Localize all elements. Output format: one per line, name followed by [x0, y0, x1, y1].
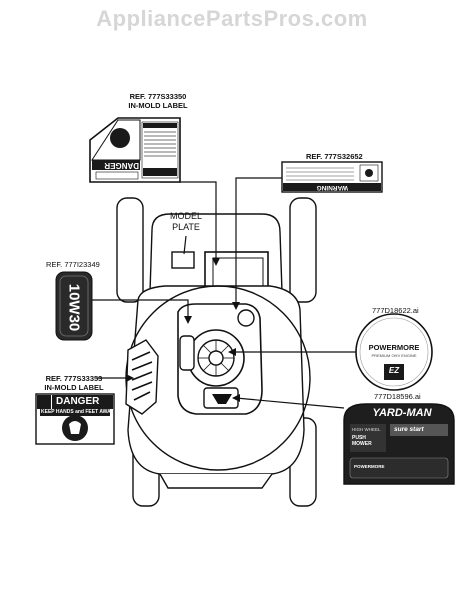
leader-model-plate: [183, 235, 187, 255]
starter-hub: [208, 350, 224, 366]
gas-cap-decal: [212, 394, 232, 404]
yardman-decal: [343, 403, 455, 485]
air-filter: [179, 335, 195, 371]
starter-spokes: [198, 340, 234, 376]
yardman-decal-text: YARD-MAN: [372, 407, 432, 419]
sure-start-text: sure start: [394, 426, 424, 433]
model-plate-label-1: MODEL: [169, 211, 202, 221]
chute-hatching: [131, 351, 153, 401]
powermore-small-text: POWERMORE: [354, 464, 385, 469]
oil-cap: [237, 309, 255, 327]
ref-danger-top: REF. 777S33350: [129, 92, 187, 101]
part-powermore: 777D18622.ai: [372, 306, 419, 315]
model-plate-label-2: PLATE: [172, 222, 200, 232]
powermore-decal-subtext: PREMIUM OHV ENGINE: [371, 353, 417, 358]
oil-label-value: 10W30: [65, 283, 83, 332]
ref-warning: REF. 777S32652: [306, 152, 363, 161]
leader-arrows: [126, 258, 240, 402]
mower-outline: [116, 197, 317, 507]
high-wheel-text: HIGH WHEEL: [352, 427, 381, 432]
oil-label: [55, 271, 93, 341]
warning-decal: [281, 161, 383, 193]
deck-front-lip: [159, 473, 273, 489]
ref-oil: REF. 777I23349: [46, 260, 100, 269]
powermore-decal: [355, 313, 433, 391]
ref-danger-bottom-sub: IN-MOLD LABEL: [44, 383, 104, 392]
leader-yardman: [235, 397, 345, 409]
danger-decal-top: [89, 117, 181, 183]
ref-danger-bottom: REF. 777S33353: [45, 374, 103, 383]
ez-badge-text: EZ: [388, 366, 400, 375]
danger-decal-bottom: [35, 393, 115, 445]
danger-top-decal-text: DANGER: [104, 161, 139, 170]
danger-bottom-decal-subtext: KEEP HANDS and FEET AWAY: [41, 409, 114, 415]
ref-danger-top-sub: IN-MOLD LABEL: [128, 101, 188, 110]
powermore-decal-text: POWERMORE: [368, 343, 420, 352]
warning-decal-text: WARNING: [316, 184, 348, 191]
push-mower-text: PUSH MOWER: [352, 435, 372, 447]
danger-bottom-decal-text: DANGER: [56, 396, 100, 407]
watermark-text: AppliancePartsPros.com: [96, 6, 368, 31]
part-yardman: 777D18596.ai: [374, 392, 421, 401]
model-plate-tag: [171, 251, 195, 269]
rear-right-wheel: [289, 197, 317, 303]
rear-left-wheel: [116, 197, 144, 303]
